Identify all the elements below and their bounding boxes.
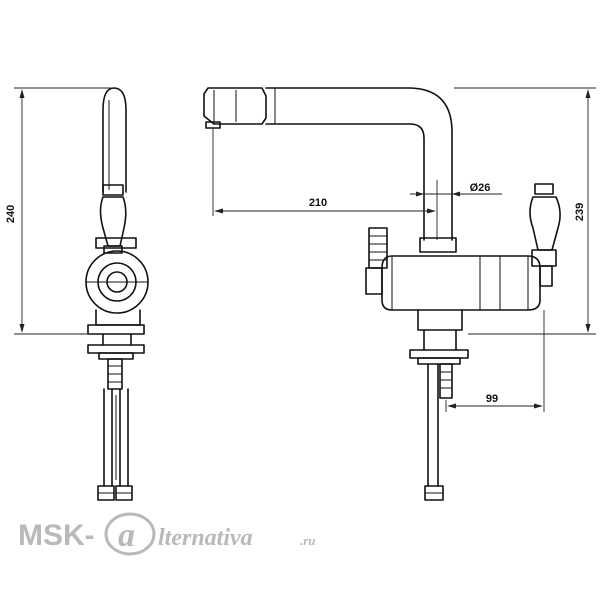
front-spout-arm-inner bbox=[265, 123, 425, 241]
side-hose-right bbox=[119, 388, 129, 487]
front-body bbox=[381, 255, 541, 311]
spout-reach-label: 210 bbox=[309, 197, 327, 209]
side-counter-plate bbox=[87, 344, 145, 354]
watermark-at-icon: a bbox=[104, 512, 156, 556]
svg-text:a: a bbox=[118, 517, 135, 554]
front-height-label: 239 bbox=[574, 203, 586, 221]
front-handle-cap bbox=[534, 183, 554, 195]
front-spout-arm-outer bbox=[265, 87, 453, 241]
side-handle-cap bbox=[102, 184, 124, 196]
side-hose-left bbox=[103, 388, 113, 487]
front-shank bbox=[439, 363, 453, 399]
watermark-logo: MSK- a lternativa .ru bbox=[18, 512, 316, 556]
side-view bbox=[85, 87, 149, 501]
side-spout-neck bbox=[102, 87, 127, 193]
watermark-brand-left: MSK- bbox=[18, 519, 95, 552]
dimension-base-offset: 99 bbox=[445, 310, 545, 412]
front-spout-collar bbox=[419, 237, 457, 253]
dimension-spout-diameter: Ø26 bbox=[410, 182, 502, 197]
watermark-brand-right: lternativa bbox=[158, 525, 253, 551]
front-counter-plate bbox=[409, 349, 469, 359]
front-view bbox=[203, 87, 561, 501]
front-handle bbox=[529, 196, 561, 251]
watermark-brand-tld: .ru bbox=[300, 533, 316, 548]
dimension-front-height: 239 bbox=[454, 87, 596, 335]
front-hose bbox=[427, 363, 439, 487]
front-left-knob bbox=[365, 267, 383, 295]
front-base bbox=[417, 309, 463, 331]
dimension-spout-reach: 210 bbox=[212, 128, 438, 240]
dimension-side-height: 240 bbox=[5, 87, 112, 335]
spout-diameter-label: Ø26 bbox=[470, 182, 491, 194]
front-left-filter bbox=[368, 227, 388, 269]
side-height-label: 240 bbox=[5, 205, 17, 223]
base-offset-label: 99 bbox=[486, 393, 498, 405]
front-spout-head bbox=[203, 87, 267, 125]
